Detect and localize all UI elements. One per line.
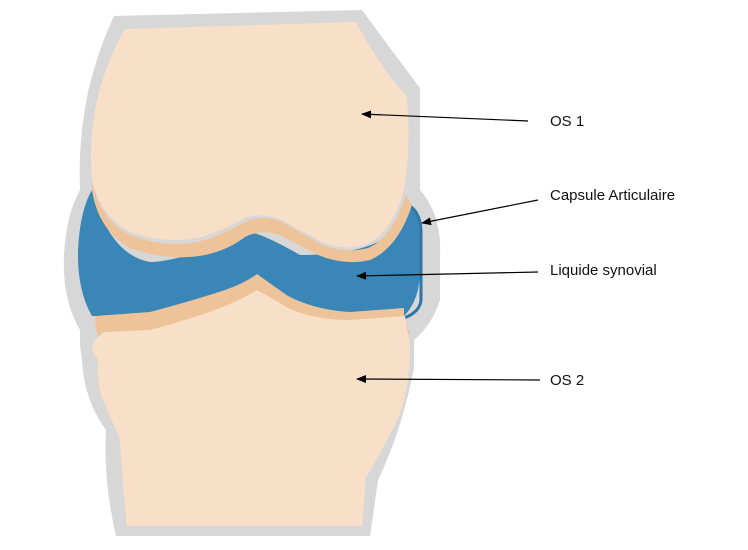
synovial-fluid: [77, 190, 420, 316]
os2-bone: [92, 290, 410, 526]
label-liquide-synovial: Liquide synovial: [550, 262, 657, 279]
arrow-capsule: [421, 199, 539, 226]
arrow-os2: [356, 375, 541, 384]
label-os2: OS 2: [550, 372, 585, 389]
arrow-liquide: [356, 271, 539, 280]
arrow-os1: [361, 110, 529, 122]
label-os1: OS 1: [550, 113, 585, 130]
os1-bone: [91, 22, 409, 248]
label-capsule-articulaire: Capsule Articulaire: [550, 187, 676, 204]
os1-cartilage: [92, 182, 412, 263]
capsule-edge: [403, 202, 423, 320]
